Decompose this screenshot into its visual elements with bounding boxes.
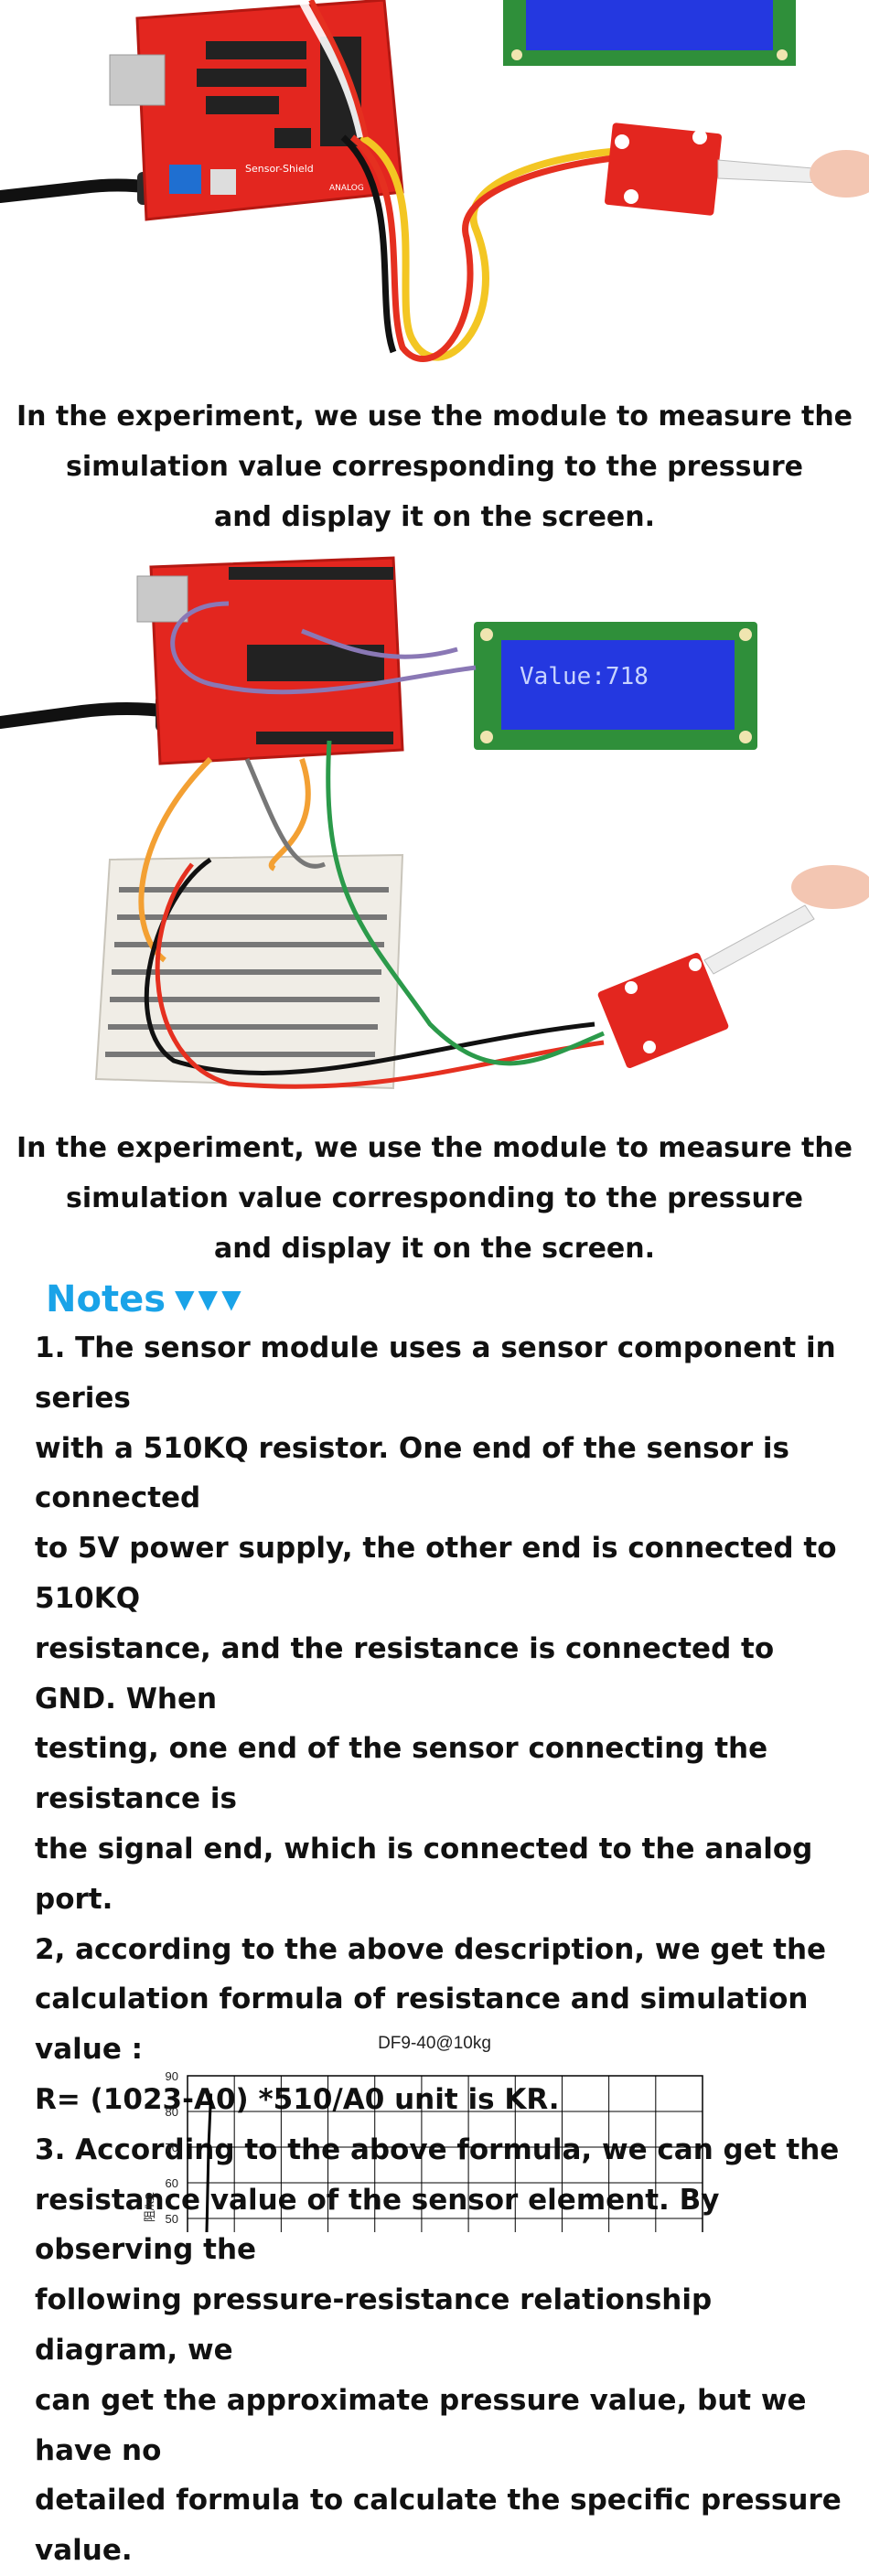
series-line	[205, 2093, 213, 2232]
chart-plot-area: 90 80 70 60 50 阻/kΩ	[143, 2069, 703, 2232]
notes-line: can get the approximate pressure value, …	[35, 2383, 807, 2467]
notes-line: 3. According to the above formula, we ca…	[35, 2132, 840, 2166]
y-tick-label: 70	[166, 2141, 178, 2154]
y-tick-label: 80	[166, 2105, 178, 2119]
notes-line: calculation formula of resistance and si…	[35, 1983, 809, 2067]
chart-frame	[187, 2075, 703, 2232]
triangle-down-icon: ▼▼▼	[175, 1284, 245, 1314]
caption-line: and display it on the screen.	[213, 1233, 656, 1265]
caption-line: In the experiment, we use the module to …	[16, 1132, 853, 1164]
notes-body: 1. The sensor module uses a sensor compo…	[35, 1323, 858, 2576]
y-tick-label: 90	[166, 2069, 178, 2083]
chart-title: DF9-40@10kg	[378, 2034, 491, 2053]
notes-line: detailed formula to calculate the specif…	[35, 2484, 842, 2568]
y-axis-label: 阻/kΩ	[143, 2192, 156, 2222]
notes-line: resistance, and the resistance is connec…	[35, 1631, 775, 1716]
experiment-photo-lcd-top: Sensor-Shield ANALOG	[0, 0, 869, 384]
notes-line: R= (1023-A0) *510/A0 unit is KR.	[35, 2082, 560, 2116]
caption-line: simulation value corresponding to the pr…	[66, 451, 803, 483]
notes-line: testing, one end of the sensor connectin…	[35, 1732, 768, 1816]
caption-line: and display it on the screen.	[213, 501, 656, 533]
notes-heading: Notes ▼▼▼	[46, 1276, 245, 1323]
caption-line: In the experiment, we use the module to …	[16, 401, 853, 433]
notes-heading-text: Notes	[46, 1278, 166, 1320]
pressure-resistance-chart: DF9-40@10kg 90 80 70 60 50 阻/kΩ	[0, 2030, 869, 2232]
y-tick-label: 50	[166, 2212, 178, 2226]
notes-line: following pressure-resistance relationsh…	[35, 2283, 713, 2367]
caption-first: In the experiment, we use the module to …	[0, 391, 869, 542]
notes-line: with a 510KQ resistor. One end of the se…	[35, 1431, 789, 1515]
caption-second: In the experiment, we use the module to …	[0, 1123, 869, 1274]
y-tick-label: 60	[166, 2176, 178, 2190]
caption-line: simulation value corresponding to the pr…	[66, 1182, 803, 1214]
notes-line: 2, according to the above description, w…	[35, 1932, 827, 1966]
notes-line: the signal end, which is connected to th…	[35, 1832, 813, 1916]
lcd-value-text: Value:718	[520, 663, 649, 690]
notes-line: 1. The sensor module uses a sensor compo…	[35, 1331, 836, 1415]
analog-label: ANALOG	[329, 184, 364, 193]
experiment-photo-breadboard: Value:718	[0, 549, 869, 1116]
shield-label: Sensor-Shield	[245, 163, 314, 175]
arduino-shield-illustration: Sensor-Shield ANALOG	[0, 0, 869, 362]
notes-line: to 5V power supply, the other end is con…	[35, 1532, 837, 1615]
breadboard-illustration: Value:718	[0, 556, 869, 1090]
